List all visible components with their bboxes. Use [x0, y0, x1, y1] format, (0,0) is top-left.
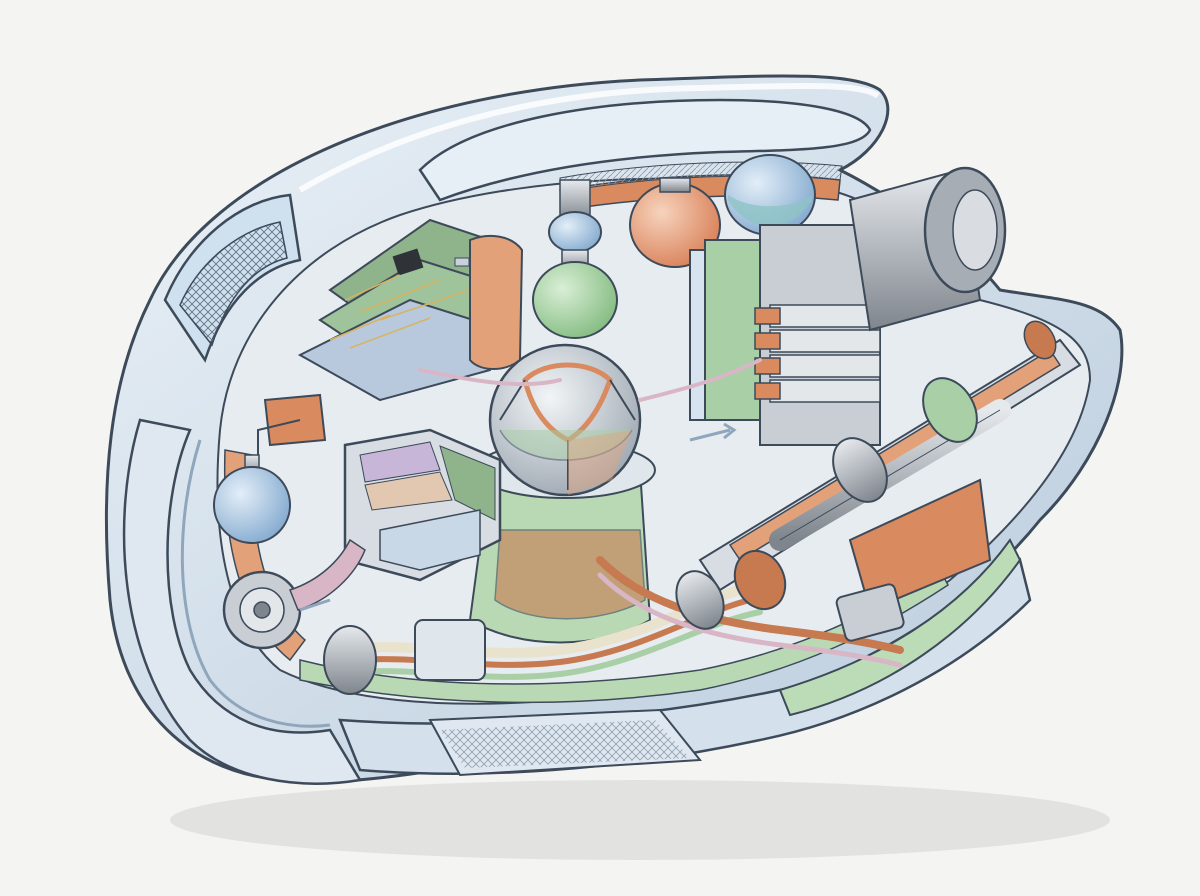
heat-sink-stack [689, 224, 881, 446]
shell-right-green-strip [778, 538, 1022, 717]
chip [392, 248, 424, 276]
prism-band-1 [359, 441, 441, 483]
shell-left-ring [122, 418, 363, 785]
wire-bundle [325, 358, 904, 680]
flask-blue-small [548, 211, 602, 253]
orange-connector-block [848, 478, 992, 612]
pink-pipe [289, 538, 366, 611]
shell-left-ring-inner [180, 439, 331, 728]
prism-band-3 [439, 445, 496, 521]
mesh-vent [163, 193, 302, 363]
piston-shaft [698, 320, 1082, 592]
orange-bracket [469, 234, 524, 370]
side-flask [213, 419, 301, 544]
flow-arrows [299, 422, 737, 612]
shell-top-bumper [418, 98, 872, 202]
prism-band-2 [364, 471, 453, 511]
bottom-grille [428, 708, 702, 777]
shell-rim-top [298, 82, 880, 193]
ground-shadow [170, 780, 1110, 860]
heat-sink-fins [754, 304, 881, 403]
flask-green [532, 261, 618, 339]
orange-block-small [263, 393, 327, 447]
fluid-flasks [532, 154, 816, 339]
gear-wheel [222, 570, 302, 650]
drive-cylinder [848, 166, 1007, 332]
wire-connectors [323, 549, 905, 695]
